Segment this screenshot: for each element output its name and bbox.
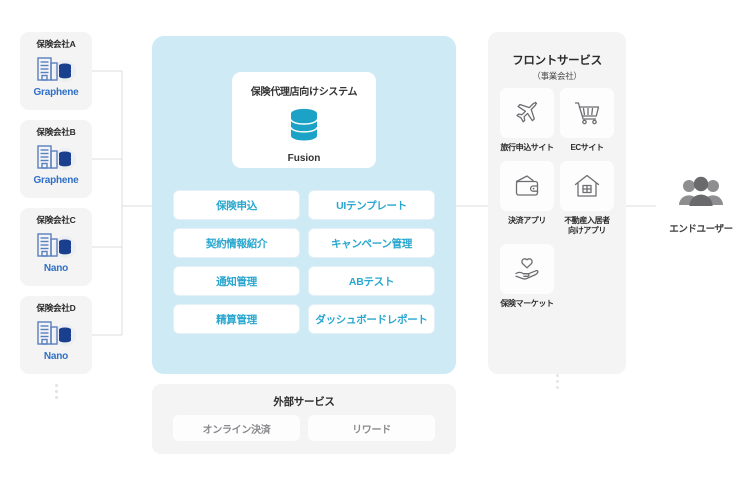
front-service-item[interactable]: 不動産入居者 向けアプリ <box>560 161 614 236</box>
external-services-title: 外部サービス <box>273 396 335 408</box>
feature-tile[interactable]: UIテンプレート <box>308 190 435 220</box>
front-service-label: 決済アプリ <box>508 216 546 225</box>
house-icon <box>560 161 614 211</box>
carrier-system-name: Graphene <box>33 86 79 98</box>
carrier-card[interactable]: 保険会社D <box>20 296 92 374</box>
carrier-system-name: Graphene <box>33 174 79 186</box>
database-stack-icon <box>283 104 325 151</box>
front-service-label: ECサイト <box>570 143 604 152</box>
core-system-title: 保険代理店向けシステム <box>250 87 358 98</box>
airplane-icon <box>500 88 554 138</box>
front-services-subtitle: （事業会社） <box>532 71 582 81</box>
carrier-title: 保険会社A <box>36 39 76 49</box>
external-services-list: オンライン決済 リワード <box>173 415 435 441</box>
front-service-item[interactable]: ECサイト <box>560 88 614 153</box>
feature-tile[interactable]: ABテスト <box>308 266 435 296</box>
carrier-list: 保険会社A <box>20 32 92 399</box>
front-service-label: 旅行申込サイト <box>500 143 554 152</box>
carrier-system-name: Nano <box>43 262 69 274</box>
carrier-card[interactable]: 保険会社A <box>20 32 92 110</box>
front-service-label: 不動産入居者 向けアプリ <box>564 216 610 235</box>
core-system-name: Fusion <box>287 153 321 164</box>
carrier-title: 保険会社B <box>36 127 76 137</box>
people-group-icon <box>676 176 726 215</box>
building-database-icon <box>34 228 78 262</box>
front-service-item[interactable]: 決済アプリ <box>500 161 554 236</box>
feature-tile[interactable]: キャンペーン管理 <box>308 228 435 258</box>
feature-tile-grid: 保険申込 UIテンプレート 契約情報紹介 キャンペーン管理 通知管理 ABテスト… <box>173 190 435 334</box>
front-services-title: フロントサービス <box>512 55 602 67</box>
external-service-tile[interactable]: オンライン決済 <box>173 415 300 441</box>
carrier-system-name: Nano <box>43 350 69 362</box>
front-service-item[interactable]: 旅行申込サイト <box>500 88 554 153</box>
external-service-tile[interactable]: リワード <box>308 415 435 441</box>
shopping-cart-icon <box>560 88 614 138</box>
hand-heart-icon <box>500 244 554 294</box>
building-database-icon <box>34 52 78 86</box>
wallet-icon <box>500 161 554 211</box>
feature-tile[interactable]: 通知管理 <box>173 266 300 296</box>
feature-tile[interactable]: ダッシュボードレポート <box>308 304 435 334</box>
feature-tile[interactable]: 精算管理 <box>173 304 300 334</box>
feature-tile[interactable]: 保険申込 <box>173 190 300 220</box>
carrier-card[interactable]: 保険会社C <box>20 208 92 286</box>
end-user-node[interactable]: エンドユーザー <box>660 176 742 235</box>
feature-tile[interactable]: 契約情報紹介 <box>173 228 300 258</box>
building-database-icon <box>34 316 78 350</box>
vertical-ellipsis-icon <box>488 374 626 389</box>
carrier-title: 保険会社C <box>36 215 76 225</box>
building-database-icon <box>34 140 78 174</box>
vertical-ellipsis-icon <box>20 384 92 399</box>
front-services-grid: 旅行申込サイト ECサイト <box>500 88 614 309</box>
carrier-title: 保険会社D <box>36 303 76 313</box>
carrier-card[interactable]: 保険会社B <box>20 120 92 198</box>
end-user-label: エンドユーザー <box>669 224 733 235</box>
core-system-card[interactable]: 保険代理店向けシステム Fusion <box>232 72 376 168</box>
front-service-item[interactable]: 保険マーケット <box>500 244 554 309</box>
front-service-label: 保険マーケット <box>500 299 554 308</box>
